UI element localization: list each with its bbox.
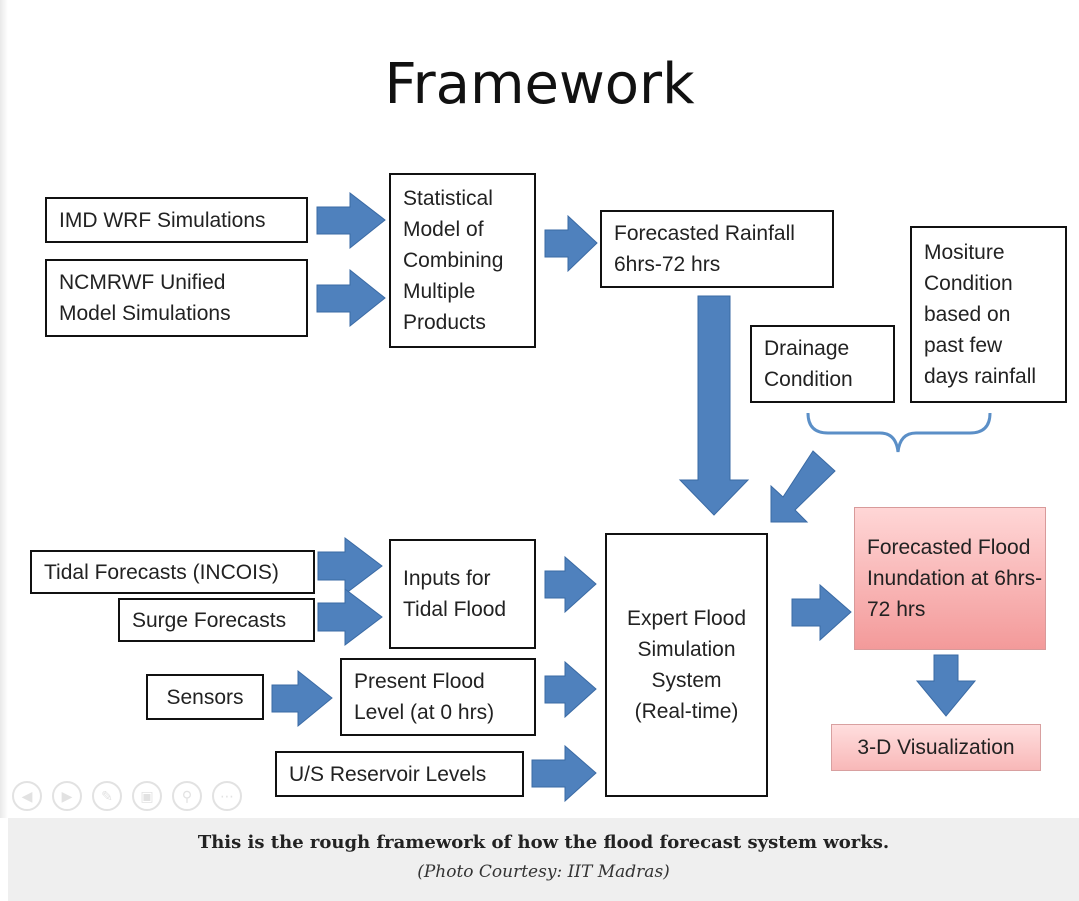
box-visualization-label: 3-D Visualization: [857, 735, 1015, 759]
photo-credit: (Photo Courtesy: IIT Madras): [417, 862, 670, 882]
back-icon[interactable]: ◀: [12, 781, 42, 811]
slide-edge: [0, 0, 8, 818]
zoom-icon[interactable]: ⚲: [172, 781, 202, 811]
box-statistical-model: Statistical Model of Combining Multiple …: [389, 173, 536, 348]
play-icon[interactable]: ▶: [52, 781, 82, 811]
box-surge-forecasts-label: Surge Forecasts: [132, 608, 287, 632]
box-reservoir: U/S Reservoir Levels: [275, 751, 524, 797]
slide-controls: ◀ ▶ ✎ ▣ ⚲ ⋯: [12, 781, 252, 815]
box-tidal-forecasts: Tidal Forecasts (INCOIS): [30, 550, 315, 594]
box-visualization: 3-D Visualization: [831, 724, 1041, 771]
box-sensors-label: Sensors: [166, 685, 244, 709]
arrow-inputs-to-expert: [544, 555, 597, 614]
copy-icon[interactable]: ▣: [132, 781, 162, 811]
arrow-rainfall-to-expert: [678, 295, 750, 516]
conditions-brace: [806, 412, 992, 453]
box-expert-system: Expert Flood Simulation System (Real-tim…: [605, 533, 768, 797]
box-drainage: Drainage Condition: [750, 325, 895, 403]
box-surge-forecasts: Surge Forecasts: [118, 598, 315, 642]
more-icon[interactable]: ⋯: [212, 781, 242, 811]
box-sensors: Sensors: [146, 674, 264, 720]
arrow-tidal-to-inputs: [317, 536, 383, 596]
box-inputs-tidal: Inputs for Tidal Flood: [389, 539, 536, 649]
box-forecasted-rainfall-label: Forecasted Rainfall 6hrs-72 hrs: [614, 222, 795, 276]
box-present-flood: Present Flood Level (at 0 hrs): [340, 658, 536, 736]
box-statistical-model-label: Statistical Model of Combining Multiple …: [403, 187, 504, 334]
box-imd-wrf-label: IMD WRF Simulations: [59, 208, 266, 232]
box-imd-wrf: IMD WRF Simulations: [45, 197, 308, 243]
arrow-present-to-expert: [544, 660, 597, 719]
diagram-title: Framework: [384, 52, 695, 117]
caption-text: This is the rough framework of how the f…: [197, 832, 890, 853]
box-ncmrwf: NCMRWF Unified Model Simulations: [45, 259, 308, 337]
arrow-sensors-to-present: [271, 669, 333, 728]
box-expert-system-label: Expert Flood Simulation System (Real-tim…: [626, 607, 747, 723]
pen-icon[interactable]: ✎: [92, 781, 122, 811]
arrow-imd-to-model: [316, 191, 386, 250]
box-flood-inundation: Forecasted Flood Inundation at 6hrs-72 h…: [854, 507, 1046, 650]
arrow-conditions-to-expert: [770, 450, 836, 523]
box-tidal-forecasts-label: Tidal Forecasts (INCOIS): [44, 560, 279, 584]
arrow-reservoir-to-expert: [531, 744, 597, 803]
flow-arrows: [271, 191, 992, 803]
arrow-surge-to-inputs: [317, 587, 383, 647]
box-flood-inundation-label: Forecasted Flood Inundation at 6hrs-72 h…: [867, 536, 1043, 621]
arrow-inundation-to-visualization: [915, 654, 977, 717]
arrow-expert-to-inundation: [791, 583, 852, 642]
box-forecasted-rainfall: Forecasted Rainfall 6hrs-72 hrs: [600, 210, 834, 288]
caption: This is the rough framework of how the f…: [8, 818, 1079, 901]
box-ncmrwf-label: NCMRWF Unified Model Simulations: [59, 271, 231, 325]
box-present-flood-label: Present Flood Level (at 0 hrs): [354, 670, 495, 724]
arrow-model-to-rainfall: [544, 214, 598, 273]
arrow-ncmrwf-to-model: [316, 268, 386, 328]
box-drainage-label: Drainage Condition: [764, 337, 853, 391]
box-inputs-tidal-label: Inputs for Tidal Flood: [403, 567, 507, 621]
box-reservoir-label: U/S Reservoir Levels: [289, 762, 487, 786]
box-moisture-label: Mositure Condition based on past few day…: [924, 241, 1037, 388]
box-moisture: Mositure Condition based on past few day…: [910, 226, 1067, 403]
